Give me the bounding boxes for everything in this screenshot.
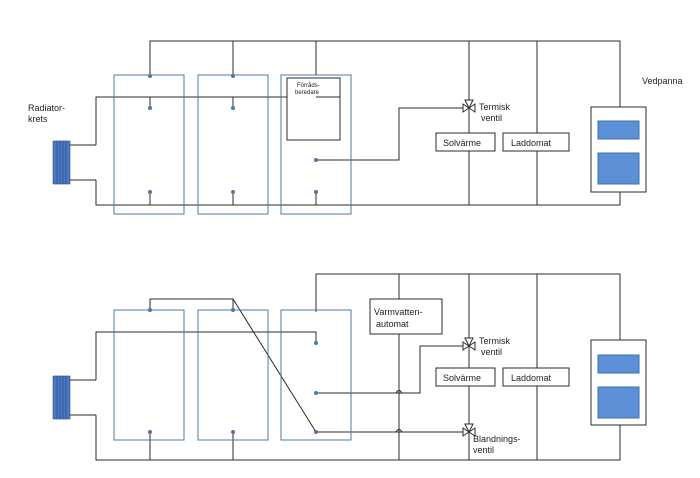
solar-label-2: Solvärme: [443, 373, 481, 383]
pipe-crossover-1: [395, 390, 403, 394]
solar-box: [435, 132, 496, 152]
thermal-valve-label-2a: Termisk: [479, 336, 510, 346]
hotwater-label-1: Varmvatten-: [374, 307, 422, 317]
top-supply-pipe-2: [315, 273, 621, 340]
mixing-valve-label-2: ventil: [473, 445, 494, 455]
radiator-label-1: Radiator-: [28, 103, 65, 113]
laddomat-box-2: [502, 367, 570, 387]
boiler-label: Vedpanna: [642, 76, 683, 86]
boiler-panel-top-2: [597, 354, 640, 374]
thermal-valve-label-1: Termisk: [479, 102, 510, 112]
radiator-icon: [52, 140, 71, 185]
hotwater-label-2: automat: [376, 319, 409, 329]
pipe-crossover-2: [395, 429, 403, 433]
laddomat-label: Laddomat: [511, 138, 552, 148]
accumulator-tank-4: [113, 309, 185, 441]
solar-coil-pipe: [316, 107, 463, 161]
thermal-valve-label-2: ventil: [481, 113, 502, 123]
hotwater-box: [369, 298, 443, 335]
boiler-panel-bottom: [597, 152, 640, 185]
boiler-panel-bottom-2: [597, 386, 640, 419]
radiator-icon-2: [52, 375, 71, 420]
tank-connection-dots-top: [148, 74, 318, 194]
laddomat-box: [502, 132, 570, 152]
solar-label: Solvärme: [443, 138, 481, 148]
storage-heater-box: [286, 77, 341, 141]
radiator-supply-pipe: [95, 96, 316, 145]
thermal-valve-label-2b: ventil: [481, 347, 502, 357]
accumulator-tank-6: [280, 309, 352, 441]
tank-connection-dots-bottom: [148, 308, 318, 434]
bottom-return-pipe: [95, 180, 621, 206]
storage-label-2: beredare: [295, 90, 320, 96]
mixing-valve-icon: [462, 423, 476, 437]
accumulator-tank-3: [280, 74, 352, 215]
diagram-top: Förråds- beredare Radiator- krets: [28, 40, 683, 215]
thermal-valve-icon-2: [462, 337, 476, 351]
laddomat-label-2: Laddomat: [511, 373, 552, 383]
accumulator-tank-5: [197, 309, 269, 441]
radiator-supply-pipe-2: [95, 331, 317, 380]
bottom-return-pipe-2: [95, 415, 621, 461]
mixing-valve-label-1: Blandnings-: [473, 434, 521, 444]
diagram-bottom: Varmvatten- automat Termisk ventil Solvä…: [52, 273, 647, 461]
solar-box-2: [435, 367, 496, 387]
boiler-panel-top: [597, 120, 640, 140]
coil-pipe-2: [316, 345, 463, 394]
thermal-valve-icon: [462, 99, 476, 113]
radiator-label-2: krets: [28, 114, 48, 124]
top-supply-pipe: [149, 40, 621, 107]
storage-label-1: Förråds-: [297, 82, 320, 89]
